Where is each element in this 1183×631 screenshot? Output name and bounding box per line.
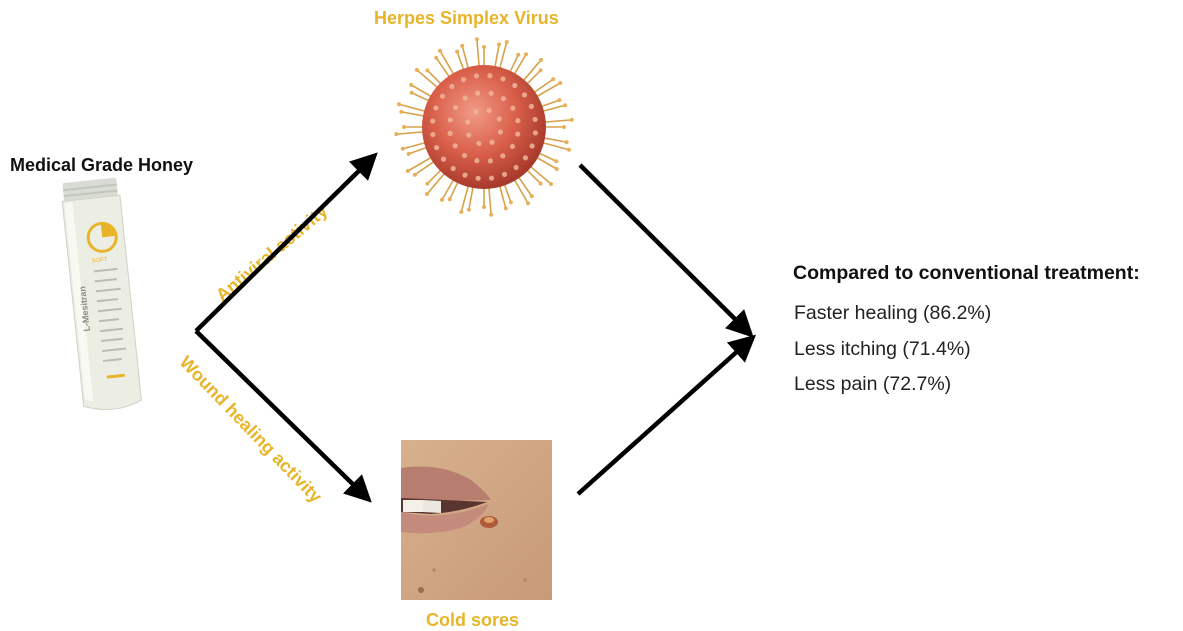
cold-sore-photo: [401, 440, 552, 600]
